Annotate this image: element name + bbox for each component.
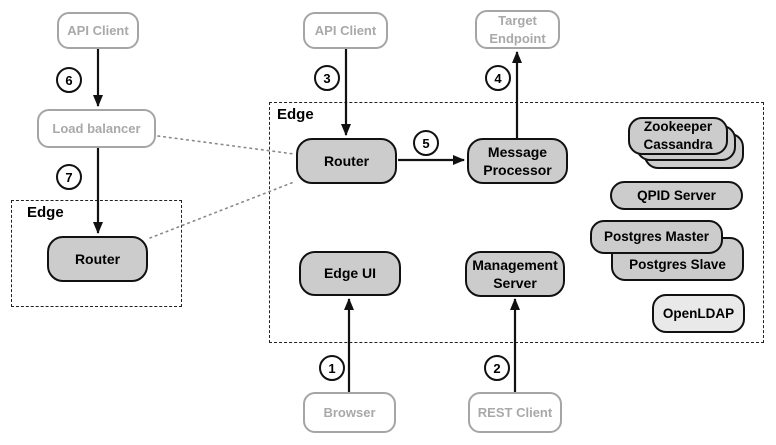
step-badge-6: 6 xyxy=(56,67,82,93)
step-badge-1: 1 xyxy=(319,355,345,381)
node-openldap-label: OpenLDAP xyxy=(662,305,735,321)
node-management-server: Management Server xyxy=(465,251,565,297)
management-server-line1: Management xyxy=(472,256,558,273)
node-router-left-label: Router xyxy=(74,250,121,267)
step-badge-3: 3 xyxy=(314,65,340,91)
node-edge-ui-label: Edge UI xyxy=(323,265,377,282)
node-api-client-top-label: API Client xyxy=(314,22,377,38)
cassandra-line2: Cassandra xyxy=(643,137,713,152)
node-browser: Browser xyxy=(303,392,396,433)
node-load-balancer-label: Load balancer xyxy=(52,120,141,136)
node-router-left: Router xyxy=(47,236,148,282)
node-postgres-master: Postgres Master xyxy=(590,220,723,254)
node-rest-client: REST Client xyxy=(468,392,562,433)
node-router-main-label: Router xyxy=(323,152,370,169)
node-api-client-left-label: API Client xyxy=(67,22,129,38)
node-browser-label: Browser xyxy=(323,404,376,420)
dotted-link-left-router-main-router xyxy=(149,181,295,239)
step-badge-3-number: 3 xyxy=(323,70,331,86)
edge-zone-main-label: Edge xyxy=(277,106,314,123)
node-postgres-master-label: Postgres Master xyxy=(603,229,710,245)
step-badge-1-number: 1 xyxy=(328,360,336,376)
node-message-processor: Message Processor xyxy=(467,138,568,184)
node-api-client-left: API Client xyxy=(57,12,139,49)
step-badge-7-number: 7 xyxy=(65,169,73,185)
node-zookeeper-cassandra: Zookeeper Cassandra xyxy=(628,117,728,155)
step-badge-6-number: 6 xyxy=(65,72,73,88)
step-badge-2-number: 2 xyxy=(493,360,501,376)
node-router-main: Router xyxy=(296,138,397,184)
node-openldap: OpenLDAP xyxy=(652,294,745,333)
edge-zone-left-label: Edge xyxy=(27,204,64,221)
management-server-line2: Server xyxy=(493,275,537,291)
target-endpoint-line2: Endpoint xyxy=(489,30,546,46)
step-badge-5: 5 xyxy=(413,130,439,156)
node-rest-client-label: REST Client xyxy=(477,404,553,420)
step-badge-4-number: 4 xyxy=(494,70,502,86)
zookeeper-line1: Zookeeper xyxy=(643,119,713,135)
node-qpid-server-label: QPID Server xyxy=(637,187,716,203)
message-processor-line1: Message xyxy=(487,143,548,160)
dotted-link-loadbalancer-main-router xyxy=(157,135,295,155)
step-badge-7: 7 xyxy=(56,164,82,190)
node-load-balancer: Load balancer xyxy=(37,109,156,148)
target-endpoint-line1: Target xyxy=(498,12,537,28)
node-postgres-slave-label: Postgres Slave xyxy=(629,257,726,273)
step-badge-5-number: 5 xyxy=(422,135,430,151)
step-badge-2: 2 xyxy=(484,355,510,381)
edge-zone-left xyxy=(11,200,182,307)
node-target-endpoint: Target Endpoint xyxy=(475,10,560,49)
node-edge-ui: Edge UI xyxy=(299,251,401,296)
step-badge-4: 4 xyxy=(485,65,511,91)
message-processor-line2: Processor xyxy=(483,162,552,178)
node-api-client-top: API Client xyxy=(303,12,388,49)
node-qpid-server: QPID Server xyxy=(610,181,743,210)
